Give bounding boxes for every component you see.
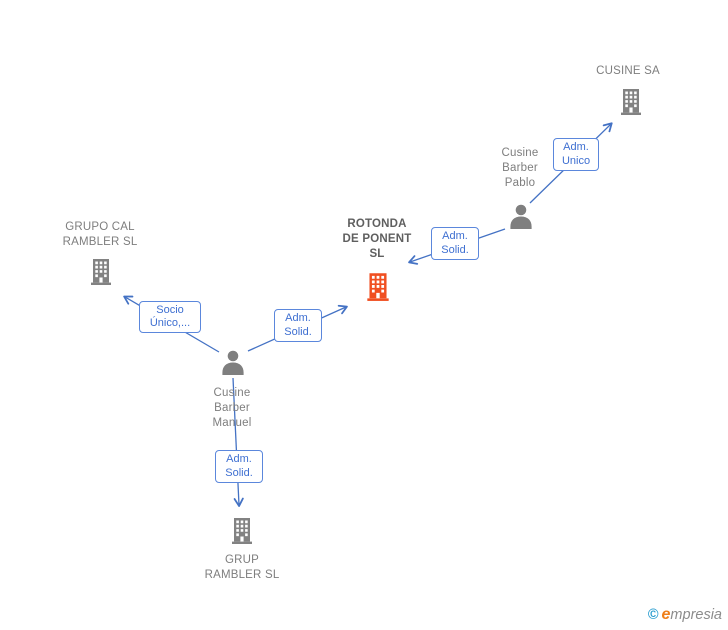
node-label-grup-rambler: GRUP RAMBLER SL	[186, 553, 298, 583]
edge-label-line: Adm.	[226, 453, 252, 465]
edge-label-line: Adm.	[442, 230, 468, 242]
node-label-grupo-cal: GRUPO CAL RAMBLER SL	[45, 220, 155, 250]
company-icon-grup-rambler	[232, 518, 252, 544]
edge-label-line: Adm.	[563, 141, 589, 153]
edge-label-line: Unico	[561, 154, 591, 167]
edge-label-line: Único,...	[149, 317, 191, 329]
node-label-rotonda: ROTONDA DE PONENT SL	[327, 217, 427, 262]
node-label-line: GRUPO CAL	[65, 221, 135, 233]
edge-label-line: Solid.	[284, 325, 312, 338]
node-label-line: Barber	[214, 402, 250, 414]
node-label-line: SL	[369, 248, 385, 260]
node-label-line: GRUP	[224, 554, 260, 566]
node-label-manuel: Cusine Barber Manuel	[192, 386, 272, 431]
brand-initial: e	[661, 606, 671, 623]
node-label-line: DE PONENT	[342, 233, 412, 245]
company-icon-rotonda-highlighted	[367, 273, 389, 301]
empresia-logo[interactable]: ©empresia	[648, 606, 722, 624]
edge-label-socio-unico: Socio Único,...	[139, 301, 201, 333]
edge-label-adm-solid-pablo-rotonda: Adm. Solid.	[431, 227, 479, 260]
node-label-line: RAMBLER SL	[62, 236, 138, 248]
node-label-line: RAMBLER SL	[204, 569, 280, 581]
node-label-line: Pablo	[504, 177, 536, 189]
edge-label-line: Adm.	[285, 312, 311, 324]
edge-label-line: Solid.	[225, 466, 253, 479]
node-label-line: CUSINE SA	[596, 65, 660, 77]
node-label-line: Barber	[502, 162, 538, 174]
copyright-icon: ©	[647, 607, 659, 623]
node-label-line: Cusine	[501, 147, 539, 159]
person-icon-pablo	[510, 204, 532, 229]
company-icon-grupo-cal	[91, 259, 111, 285]
node-label-line: Manuel	[212, 417, 252, 429]
node-label-line: Cusine	[213, 387, 251, 399]
edge-label-adm-solid-manuel-grup: Adm. Solid.	[215, 450, 263, 483]
node-label-cusine-sa: CUSINE SA	[568, 64, 688, 79]
edge-label-adm-unico: Adm. Unico	[553, 138, 599, 171]
node-label-pablo: Cusine Barber Pablo	[480, 146, 560, 191]
edge-label-line: Socio	[156, 303, 184, 316]
brand-text: mpresia	[670, 607, 722, 623]
edge-manuel-to-grup-rambler	[232, 377, 244, 507]
person-icon-manuel	[222, 350, 244, 375]
node-label-line: ROTONDA	[347, 218, 407, 230]
edge-label-line: Solid.	[441, 243, 469, 256]
company-icon-cusine-sa	[621, 89, 641, 115]
edge-label-adm-solid-manuel-rotonda: Adm. Solid.	[274, 309, 322, 342]
